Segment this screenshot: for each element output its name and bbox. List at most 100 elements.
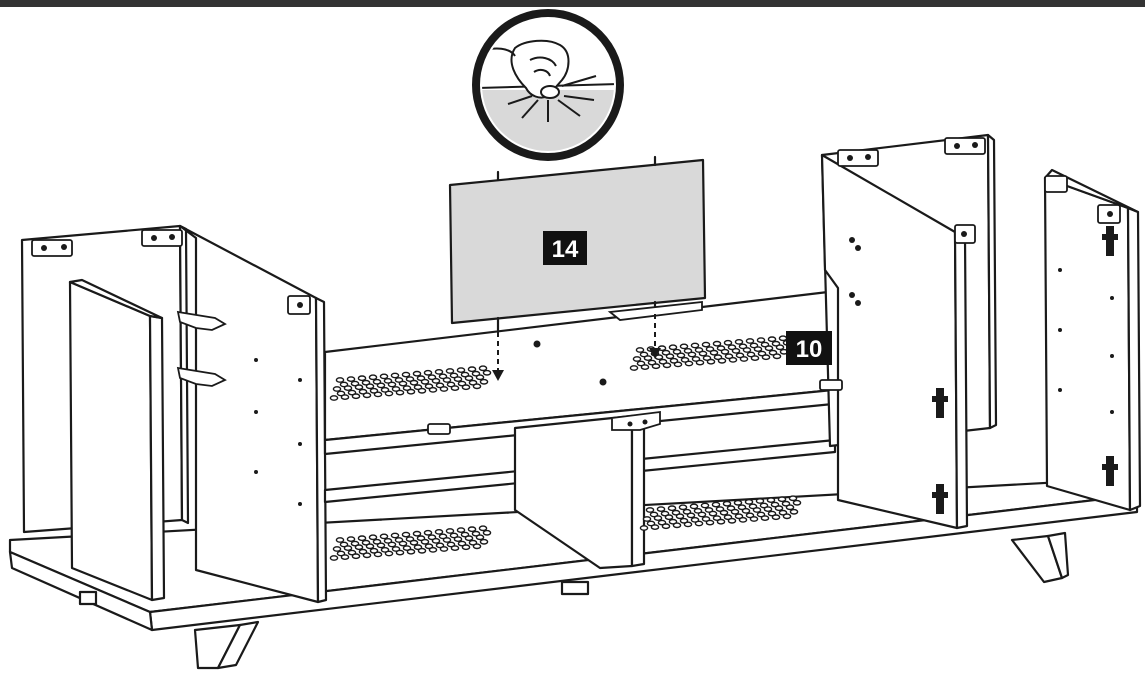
perforation-hole: [771, 514, 781, 521]
perforation-hole: [785, 504, 795, 511]
perforation-hole: [667, 505, 677, 512]
perforation-hole: [461, 384, 471, 391]
perforation-hole: [431, 538, 441, 544]
left-outer-side-panel: [68, 278, 166, 602]
perforation-hole: [789, 508, 799, 515]
perforation-hole: [445, 368, 455, 374]
perforation-hole: [635, 347, 645, 353]
perforation-hole: [387, 541, 397, 548]
perforation-hole: [778, 335, 788, 342]
perforation-hole: [705, 519, 715, 526]
perforation-hole: [700, 502, 710, 509]
perforation-hole: [782, 513, 792, 520]
perforation-hole: [679, 343, 689, 350]
rear-feet: [78, 580, 590, 606]
perforation-hole: [472, 383, 482, 390]
insertion-arrows: [497, 314, 656, 372]
perforation-hole: [329, 555, 339, 561]
perforation-hole: [792, 499, 802, 506]
perforation-hole: [664, 514, 674, 521]
perforation-hole: [453, 376, 463, 382]
perforation-hole: [395, 549, 405, 556]
perforation-hole: [766, 497, 776, 503]
perforation-hole: [764, 345, 774, 352]
perforation-hole: [368, 374, 378, 381]
perforation-hole: [639, 525, 649, 531]
perforation-hole: [453, 536, 463, 542]
perforation-hole: [412, 530, 422, 537]
perforation-hole: [423, 529, 433, 536]
perforation-hole: [362, 552, 372, 559]
perforation-hole: [675, 513, 685, 520]
perforation-hole: [708, 510, 718, 517]
perforation-hole: [734, 338, 744, 345]
perforation-hole: [744, 498, 754, 505]
perforation-hole: [467, 526, 477, 533]
right-outer-side-panel: [1043, 168, 1142, 512]
perforation-hole: [417, 387, 427, 394]
perforation-hole: [401, 531, 411, 538]
perforation-hole: [412, 370, 422, 377]
perforation-hole: [335, 377, 345, 383]
perforation-hole: [709, 349, 719, 356]
perforation-hole: [343, 385, 353, 391]
perforation-hole: [335, 537, 345, 543]
perforation-hole: [687, 351, 697, 358]
perforation-hole: [712, 340, 722, 347]
perforation-hole: [731, 347, 741, 354]
perforation-hole: [376, 542, 386, 549]
perforation-hole: [439, 386, 449, 392]
perforation-hole: [346, 536, 356, 542]
perforation-hole: [645, 507, 655, 513]
perforation-hole: [379, 373, 389, 380]
perforation-hole: [467, 366, 477, 373]
perforation-hole: [479, 378, 489, 385]
perforation-hole: [351, 553, 361, 560]
perforation-holes: [329, 335, 802, 561]
perforation-hole: [354, 544, 364, 551]
perforation-hole: [745, 338, 755, 344]
perforation-hole: [774, 505, 784, 512]
perforation-hole: [390, 532, 400, 539]
perforation-hole: [428, 386, 438, 393]
perforation-hole: [365, 383, 375, 390]
perforation-hole: [672, 522, 682, 529]
perforation-hole: [384, 550, 394, 557]
perforation-hole: [482, 369, 492, 376]
perforation-hole: [343, 545, 353, 551]
perforation-hole: [629, 365, 639, 371]
perforation-hole: [472, 543, 482, 550]
perforation-hole: [723, 339, 733, 346]
label-panel-14-text: 14: [552, 236, 579, 263]
perforation-hole: [398, 380, 408, 387]
front-left-leg: [193, 620, 260, 670]
perforation-hole: [475, 534, 485, 541]
perforation-hole: [406, 548, 416, 555]
perforation-hole: [428, 547, 438, 553]
perforation-hole: [431, 377, 441, 384]
perforation-hole: [763, 506, 773, 512]
perforation-hole: [373, 551, 383, 558]
hand-pressing-icon: [472, 9, 624, 161]
perforation-hole: [690, 342, 700, 349]
perforation-hole: [434, 529, 444, 535]
perforation-hole: [456, 367, 466, 373]
perforation-hole: [755, 498, 765, 504]
perforation-hole: [756, 337, 766, 343]
perforation-hole: [409, 379, 419, 386]
perforation-hole: [461, 544, 471, 551]
perforation-hole: [698, 350, 708, 357]
arrow-heads: [492, 348, 661, 381]
perforation-hole: [694, 520, 704, 527]
perforation-hole: [716, 518, 726, 525]
perforation-hole: [640, 364, 650, 370]
perforation-hole: [351, 393, 361, 400]
perforation-hole: [777, 496, 787, 503]
perforation-hole: [332, 546, 342, 552]
perforation-hole: [767, 336, 777, 343]
perforation-hole: [450, 385, 460, 391]
perforation-hole: [442, 537, 452, 543]
perforation-hole: [656, 506, 666, 512]
perforation-hole: [750, 355, 760, 361]
perforation-hole: [662, 362, 672, 369]
